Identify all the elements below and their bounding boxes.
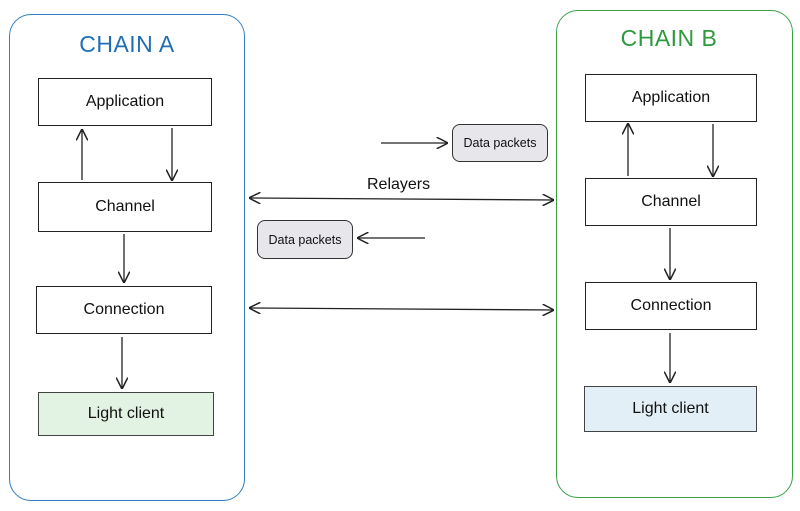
data-packets-inbound: Data packets: [257, 220, 353, 259]
chain-a-application-box: Application: [38, 78, 212, 126]
chain-b-title: CHAIN B: [620, 25, 718, 51]
chain-b-light-client-box: Light client: [584, 386, 757, 432]
chain-a-channel-box: Channel: [38, 182, 212, 232]
chain-a-light-client-box: Light client: [38, 392, 214, 436]
chain-b-application-box: Application: [585, 74, 757, 122]
chain-b-connection-box: Connection: [585, 282, 757, 330]
chain-b-container: [556, 10, 793, 498]
data-packets-outbound: Data packets: [452, 124, 548, 162]
relayers-channel-arrow: [250, 198, 553, 200]
relayers-connection-arrow: [250, 308, 553, 310]
chain-a-container: [9, 14, 245, 501]
relayers-label: Relayers: [367, 176, 431, 193]
chain-a-title: CHAIN A: [79, 31, 175, 57]
chain-b-channel-box: Channel: [585, 178, 757, 226]
chain-a-connection-box: Connection: [36, 286, 212, 334]
